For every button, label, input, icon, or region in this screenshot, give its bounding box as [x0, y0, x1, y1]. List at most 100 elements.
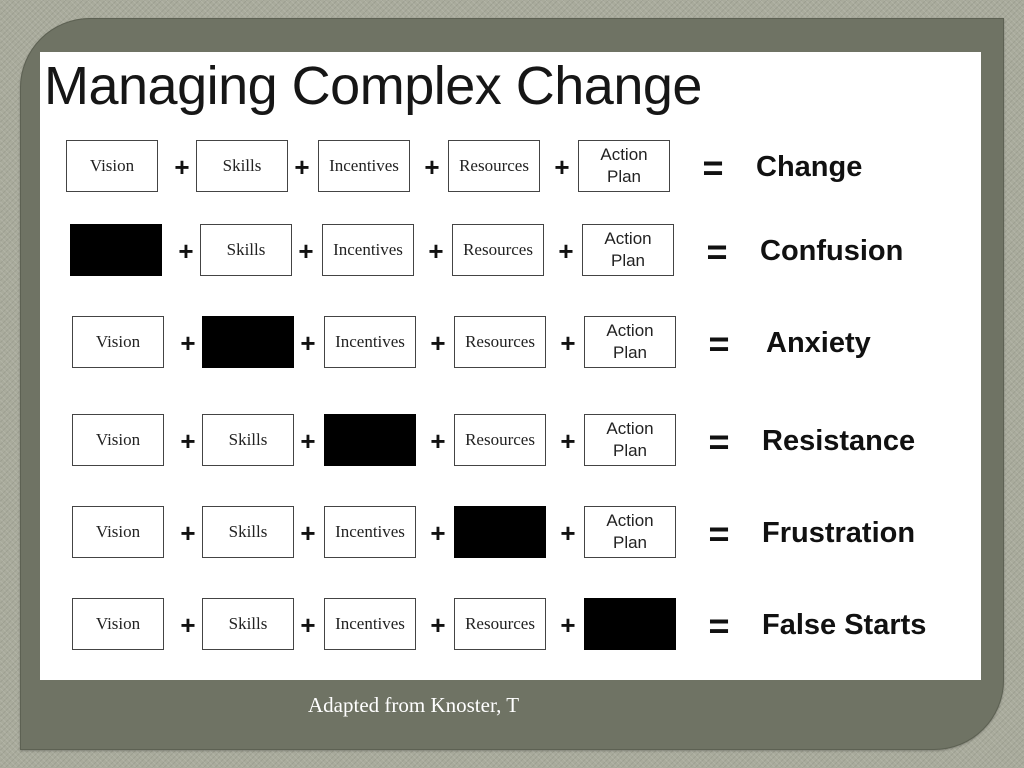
plus-sign: + — [428, 236, 444, 266]
missing-skills-box — [202, 316, 294, 368]
plus-sign: + — [174, 152, 190, 182]
box-label: Incentives — [333, 240, 403, 259]
box-label: Vision — [95, 430, 141, 449]
box-label: Resources — [463, 240, 533, 259]
result-label: Anxiety — [766, 327, 871, 359]
plus-sign: + — [300, 610, 316, 640]
box-label: Resources — [465, 332, 535, 351]
vision-box: Vision — [72, 506, 164, 558]
incentives-box: Incentives — [324, 598, 416, 650]
plus-sign: + — [558, 236, 574, 266]
skills-box: Skills — [202, 414, 294, 466]
plus-sign: + — [560, 328, 576, 358]
plus-sign: + — [180, 518, 196, 548]
box-label-line: Action — [604, 229, 652, 248]
missing-action-plan-box — [584, 598, 676, 650]
box-label: Incentives — [335, 522, 405, 541]
plus-sign: + — [300, 426, 316, 456]
vision-box: Vision — [66, 140, 158, 192]
plus-sign: + — [430, 426, 446, 456]
plus-sign: + — [560, 426, 576, 456]
plus-sign: + — [180, 426, 196, 456]
resources-box: Resources — [448, 140, 540, 192]
vision-box: Vision — [72, 316, 164, 368]
plus-sign: + — [294, 152, 310, 182]
resources-box: Resources — [454, 414, 546, 466]
equals-sign: = — [708, 513, 730, 554]
box-label: Vision — [95, 332, 141, 351]
box-label-line: Action — [600, 145, 648, 164]
skills-box: Skills — [202, 506, 294, 558]
plus-sign: + — [430, 328, 446, 358]
skills-box: Skills — [202, 598, 294, 650]
box-label: Vision — [95, 522, 141, 541]
plus-sign: + — [180, 328, 196, 358]
slide-title: Managing Complex Change — [44, 56, 702, 116]
box-label: Incentives — [335, 614, 405, 633]
box-label: Skills — [228, 614, 268, 633]
box-label-line: Action — [606, 511, 654, 530]
box-label-line: Plan — [610, 251, 646, 270]
plus-sign: + — [430, 610, 446, 640]
resources-box: Resources — [454, 598, 546, 650]
plus-sign: + — [178, 236, 194, 266]
incentives-box: Incentives — [318, 140, 410, 192]
missing-vision-box — [70, 224, 162, 276]
vision-box: Vision — [72, 414, 164, 466]
incentives-box: Incentives — [324, 506, 416, 558]
result-label: Resistance — [762, 425, 916, 457]
box-label-line: Plan — [612, 343, 648, 362]
equals-sign: = — [708, 421, 730, 462]
plus-sign: + — [560, 518, 576, 548]
box-label: Skills — [226, 240, 266, 259]
box-label: Resources — [465, 614, 535, 633]
plus-sign: + — [300, 328, 316, 358]
box-label-line: Action — [606, 321, 654, 340]
missing-incentives-box — [324, 414, 416, 466]
result-label: Frustration — [762, 517, 916, 549]
box-label: Vision — [89, 156, 135, 175]
equation-row: Vision Skills Incentives Resources + + + + = Fals… — [0, 598, 941, 658]
plus-sign: + — [560, 610, 576, 640]
skills-box: Skills — [200, 224, 292, 276]
result-label: Confusion — [760, 235, 904, 267]
box-label-line: Plan — [612, 441, 648, 460]
result-label: False Starts — [762, 609, 927, 641]
plus-sign: + — [430, 518, 446, 548]
equals-sign: = — [708, 323, 730, 364]
resources-box: Resources — [454, 316, 546, 368]
source-caption: Adapted from Knoster, T — [308, 693, 520, 717]
plus-sign: + — [298, 236, 314, 266]
box-label-line: Plan — [606, 167, 642, 186]
equals-sign: = — [702, 147, 724, 188]
result-label: Change — [756, 151, 863, 183]
box-label: Incentives — [329, 156, 399, 175]
resources-box: Resources — [452, 224, 544, 276]
plus-sign: + — [554, 152, 570, 182]
plus-sign: + — [180, 610, 196, 640]
missing-resources-box — [454, 506, 546, 558]
incentives-box: Incentives — [322, 224, 414, 276]
box-label: Resources — [465, 430, 535, 449]
box-label-line: Action — [606, 419, 654, 438]
incentives-box: Incentives — [324, 316, 416, 368]
box-label: Vision — [95, 614, 141, 633]
box-label: Incentives — [335, 332, 405, 351]
box-label: Skills — [228, 430, 268, 449]
skills-box: Skills — [196, 140, 288, 192]
equals-sign: = — [708, 605, 730, 646]
equals-sign: = — [706, 231, 728, 272]
box-label-line: Plan — [612, 533, 648, 552]
vision-box: Vision — [72, 598, 164, 650]
box-label: Skills — [222, 156, 262, 175]
